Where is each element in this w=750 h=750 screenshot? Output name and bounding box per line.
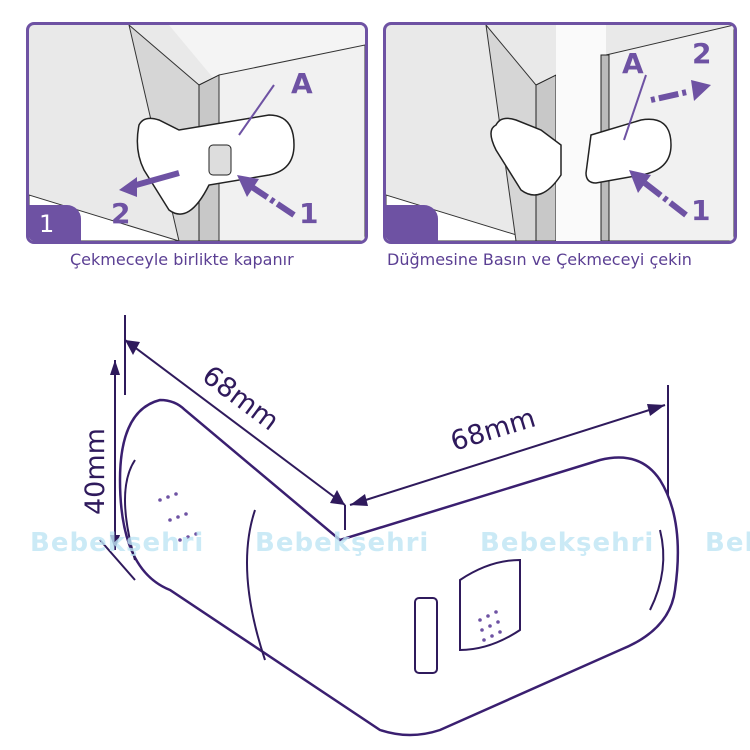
watermark-logo: Bebekşehri bbox=[255, 528, 430, 558]
watermark-logo: Bebekşehri bbox=[30, 528, 205, 558]
arrow-1-label: 1 bbox=[299, 197, 318, 230]
step-1-panel: A 2 1 1 bbox=[26, 22, 368, 244]
label-a: A bbox=[291, 67, 313, 100]
height-dimension-label: 40mm bbox=[80, 428, 111, 515]
arrow-2-label: 2 bbox=[111, 197, 130, 230]
arrow-1-label: 1 bbox=[691, 194, 710, 227]
step-number-badge bbox=[386, 205, 438, 241]
watermark-logo: Bebekşehri bbox=[480, 528, 655, 558]
arrow-2-label: 2 bbox=[692, 37, 711, 70]
step-2-panel: A 2 1 bbox=[383, 22, 737, 244]
watermark-logo: Bebekşehri bbox=[705, 528, 750, 558]
step-1-caption: Çekmeceyle birlikte kapanır bbox=[70, 250, 294, 269]
step-number-badge: 1 bbox=[29, 205, 81, 241]
label-a: A bbox=[622, 47, 644, 80]
step-2-caption: Düğmesine Basın ve Çekmeceyi çekin bbox=[387, 250, 692, 269]
